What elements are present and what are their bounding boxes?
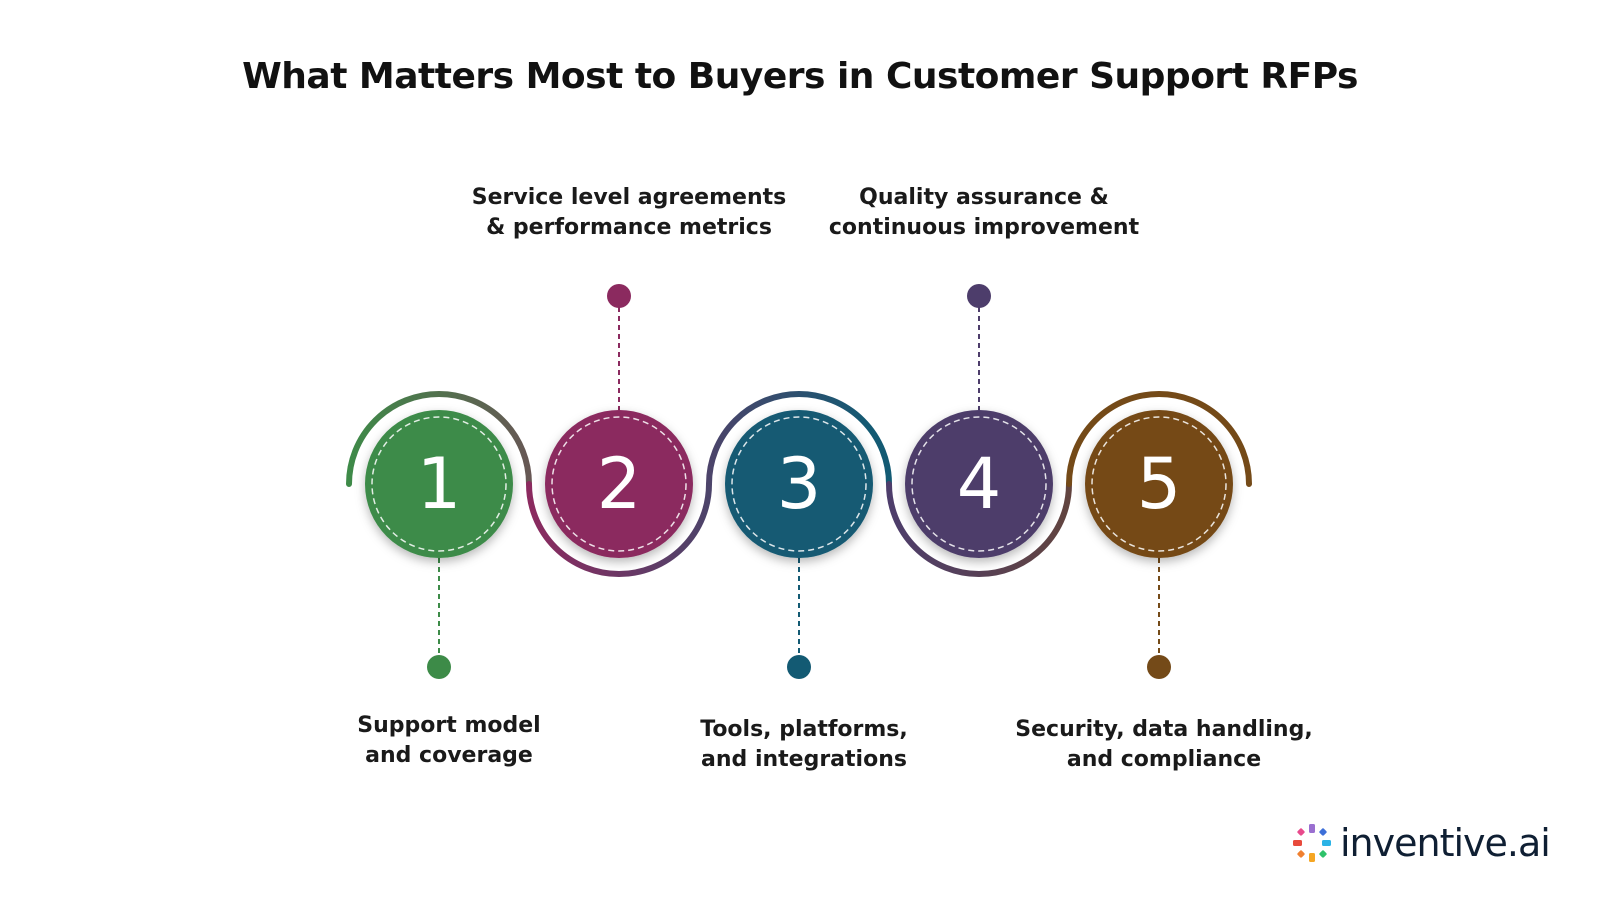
step-circle-5: 5 bbox=[1085, 410, 1233, 558]
wave-arc-2 bbox=[526, 481, 712, 577]
step-circle-3: 3 bbox=[725, 410, 873, 558]
sparkle-logo-icon bbox=[1293, 824, 1331, 862]
connector-3 bbox=[787, 558, 811, 679]
step-label-4: Quality assurance & continuous improveme… bbox=[814, 183, 1154, 243]
connector-4 bbox=[967, 284, 991, 410]
step-number-3: 3 bbox=[777, 443, 822, 525]
step-number-2: 2 bbox=[597, 443, 642, 525]
step-number-1: 1 bbox=[417, 443, 462, 525]
step-label-1: Support model and coverage bbox=[279, 711, 619, 771]
step-circle-4: 4 bbox=[905, 410, 1053, 558]
connector-2 bbox=[607, 284, 631, 410]
step-label-1-line1: Support model bbox=[357, 713, 541, 738]
connector-dot-2 bbox=[607, 284, 631, 308]
step-label-3-line1: Tools, platforms, bbox=[700, 717, 908, 742]
wave-arc-3 bbox=[706, 391, 892, 487]
wave-arc-1 bbox=[346, 391, 532, 487]
wave-arc-5 bbox=[1066, 391, 1252, 487]
page-title: What Matters Most to Buyers in Customer … bbox=[242, 56, 1358, 97]
connector-dot-3 bbox=[787, 655, 811, 679]
logo-wordmark: inventive.ai bbox=[1340, 821, 1551, 865]
step-label-2-line2: & performance metrics bbox=[486, 215, 772, 240]
connector-1 bbox=[427, 558, 451, 679]
step-label-5-line2: and compliance bbox=[1066, 747, 1262, 772]
step-number-4: 4 bbox=[957, 443, 1002, 525]
connector-dot-5 bbox=[1147, 655, 1171, 679]
brand-logo: inventive.ai bbox=[1290, 818, 1551, 868]
step-label-5-line1: Security, data handling, bbox=[1015, 717, 1313, 742]
connector-dot-1 bbox=[427, 655, 451, 679]
step-label-4-line1: Quality assurance & bbox=[859, 185, 1109, 210]
step-label-3: Tools, platforms, and integrations bbox=[634, 715, 974, 775]
step-circle-2: 2 bbox=[545, 410, 693, 558]
step-label-2-line1: Service level agreements bbox=[471, 185, 787, 210]
connector-5 bbox=[1147, 558, 1171, 679]
connector-dot-4 bbox=[967, 284, 991, 308]
step-label-1-line2: and coverage bbox=[365, 743, 533, 768]
step-label-4-line2: continuous improvement bbox=[828, 215, 1140, 240]
step-circle-1: 1 bbox=[365, 410, 513, 558]
step-label-3-line2: and integrations bbox=[701, 747, 907, 772]
wave-arc-4 bbox=[886, 481, 1072, 577]
step-label-5: Security, data handling, and compliance bbox=[994, 715, 1334, 775]
step-label-2: Service level agreements & performance m… bbox=[459, 183, 799, 243]
step-number-5: 5 bbox=[1137, 443, 1182, 525]
